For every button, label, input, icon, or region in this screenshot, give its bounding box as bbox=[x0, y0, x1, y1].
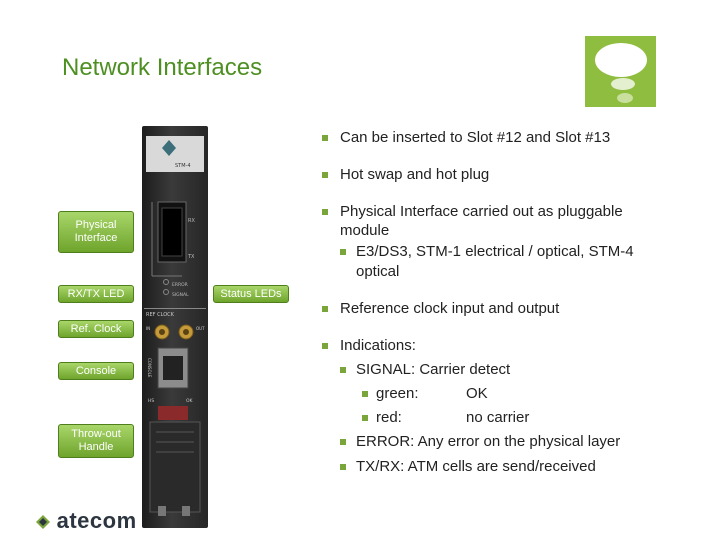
module-error-text: ERROR bbox=[172, 282, 188, 288]
module-refclock-text: REF CLOCK bbox=[146, 312, 175, 318]
bullet-green-value: OK bbox=[466, 385, 488, 402]
bullet-red-value: no carrier bbox=[466, 409, 530, 426]
module-stm4-text: STM-4 bbox=[175, 163, 191, 169]
module-ok-text: OK bbox=[186, 398, 194, 404]
callout-physical-interface: Physical Interface bbox=[58, 211, 134, 253]
logo-box bbox=[585, 36, 656, 107]
module-rx-text: RX bbox=[188, 218, 195, 224]
module-in-text: IN bbox=[146, 326, 150, 331]
brand-name: atecom bbox=[56, 508, 137, 533]
callout-console: Console bbox=[58, 362, 134, 380]
bubbles-icon bbox=[595, 43, 647, 103]
module-hs-text: HS bbox=[148, 398, 154, 404]
callout-status-leds: Status LEDs bbox=[213, 285, 289, 303]
diamond-icon bbox=[162, 140, 176, 156]
module-out-text: OUT bbox=[196, 326, 205, 331]
slide-title: Network Interfaces bbox=[62, 54, 263, 81]
callout-rxtx-led: RX/TX LED bbox=[58, 285, 134, 303]
callout-throwout-handle: Throw-out Handle bbox=[58, 424, 134, 458]
diamond-icon bbox=[36, 515, 50, 529]
brand-logo: atecom bbox=[36, 508, 137, 534]
callout-ref-clock: Ref. Clock bbox=[58, 320, 134, 338]
interface-module: STM-4 RX TX ERROR SIGNAL REF CLOCK IN OU… bbox=[142, 126, 208, 528]
module-console-text: CONSOLE bbox=[147, 358, 152, 378]
module-signal-text: SIGNAL bbox=[172, 292, 189, 298]
module-tx-text: TX bbox=[187, 254, 195, 260]
module-drawing: STM-4 RX TX ERROR SIGNAL REF CLOCK IN OU… bbox=[144, 136, 206, 516]
